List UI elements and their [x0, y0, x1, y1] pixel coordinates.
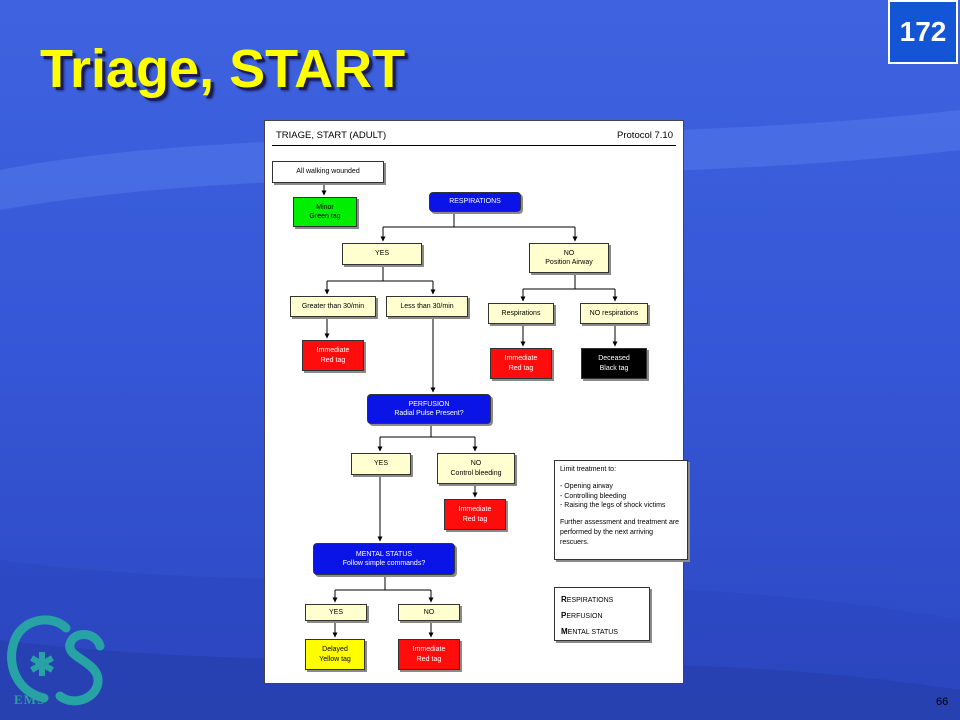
node-no-control-bleeding: NO Control bleeding [437, 453, 515, 484]
rpm-mnemonic-box: RESPIRATIONS PERFUSION MENTAL STATUS [554, 587, 650, 641]
node-all-walking-wounded: All walking wounded [272, 161, 384, 183]
limit-treatment-item: - Opening airway [560, 482, 613, 490]
protocol-title: TRIAGE, START (ADULT) [276, 130, 387, 141]
limit-treatment-heading: Limit treatment to: [560, 466, 617, 473]
node-minor-green-tag: Minor Green tag [293, 197, 357, 227]
mnemonic-mental-status: MENTAL STATUS [561, 626, 618, 636]
node-immediate-red-tag-4: Immediate Red tag [398, 639, 460, 670]
node-perfusion: PERFUSION Radial Pulse Present? [367, 394, 491, 424]
node-perfusion-yes: YES [351, 453, 411, 475]
node-immediate-red-tag-3: Immediate Red tag [444, 499, 506, 530]
limit-treatment-note: Limit treatment to: - Opening airway - C… [554, 460, 688, 560]
node-respirations-after-airway: Respirations [488, 303, 554, 324]
header-rule [272, 145, 676, 146]
node-mental-status-yes: YES [305, 604, 367, 621]
mnemonic-perfusion: PERFUSION [561, 610, 603, 620]
node-deceased-black-tag: Deceased Black tag [581, 348, 647, 379]
node-delayed-yellow-tag: Delayed Yellow tag [305, 639, 365, 670]
mnemonic-respirations: RESPIRATIONS [561, 595, 614, 604]
node-immediate-red-tag-2: Immediate Red tag [490, 348, 552, 379]
page-number-badge: 172 [888, 0, 958, 64]
node-respirations-yes: YES [342, 243, 422, 265]
slide-number: 66 [936, 696, 949, 708]
protocol-flowchart: TRIAGE, START (ADULT) Protocol 7.10 [264, 120, 688, 684]
limit-treatment-footer: Further assessment and treatment are per… [560, 519, 680, 546]
logo-ems-text: EMS [14, 692, 46, 707]
limit-treatment-list: - Opening airway - Controlling bleeding … [560, 482, 682, 511]
node-less-than-30: Less than 30/min [386, 296, 468, 317]
node-no-position-airway: NO Position Airway [529, 243, 609, 273]
protocol-number: Protocol 7.10 [617, 130, 673, 141]
limit-treatment-item: - Controlling bleeding [560, 492, 627, 500]
flow-connectors [321, 183, 618, 638]
node-respirations: RESPIRATIONS [429, 192, 521, 212]
node-immediate-red-tag-1: Immediate Red tag [302, 340, 364, 371]
node-no-respirations: NO respirations [580, 303, 648, 324]
cs-ems-logo [7, 615, 105, 706]
node-greater-than-30: Greater than 30/min [290, 296, 376, 317]
slide-title: Triage, START [40, 39, 406, 99]
node-mental-status-no: NO [398, 604, 460, 621]
limit-treatment-item: - Raising the legs of shock victims [560, 502, 666, 510]
node-mental-status: MENTAL STATUS Follow simple commands? [313, 543, 455, 575]
